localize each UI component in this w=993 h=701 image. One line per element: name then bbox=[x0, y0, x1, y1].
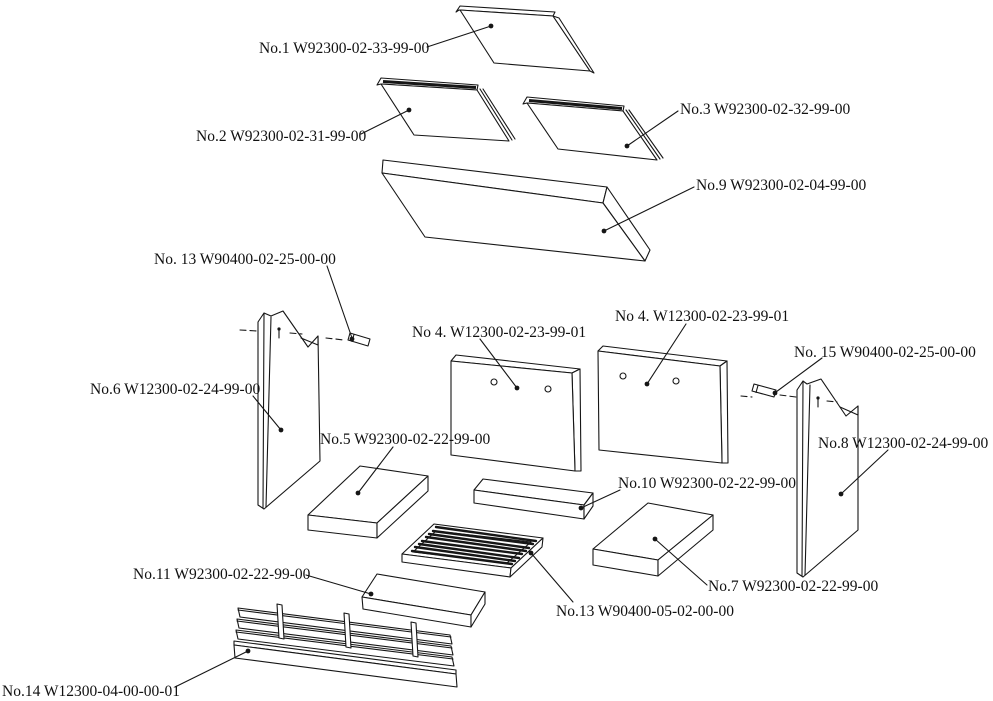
part-labels: No.1 W92300-02-33-99-00 No.2 W92300-02-3… bbox=[2, 40, 988, 700]
label-no14: No.14 W12300-04-00-00-01 bbox=[2, 683, 180, 700]
label-no10: No.10 W92300-02-22-99-00 bbox=[618, 475, 796, 492]
label-no11: No.11 W92300-02-22-99-00 bbox=[133, 566, 311, 583]
label-no2: No.2 W92300-02-31-99-00 bbox=[196, 128, 366, 145]
label-no3: No.3 W92300-02-32-99-00 bbox=[680, 101, 850, 118]
leader-no13-pin bbox=[326, 265, 355, 342]
part-no13-grate bbox=[401, 523, 544, 578]
label-no9: No.9 W92300-02-04-99-00 bbox=[696, 177, 866, 194]
leader-no3 bbox=[624, 110, 679, 149]
leader-no13-grate bbox=[528, 550, 574, 603]
part-no11-bar bbox=[361, 573, 486, 628]
leader-no15 bbox=[772, 357, 823, 396]
part-no6-notched-panel bbox=[239, 310, 345, 510]
part-no5-brick bbox=[307, 465, 429, 539]
part-no7-brick bbox=[592, 502, 714, 577]
leader-no6 bbox=[252, 395, 284, 433]
label-no1: No.1 W92300-02-33-99-00 bbox=[259, 40, 429, 57]
leader-no9 bbox=[601, 186, 695, 234]
label-no7: No.7 W92300-02-22-99-00 bbox=[708, 578, 878, 595]
part-no14-rail-assembly bbox=[233, 603, 458, 688]
label-no5: No.5 W92300-02-22-99-00 bbox=[320, 431, 490, 448]
leader-no2 bbox=[360, 107, 412, 135]
label-no13-grate: No.13 W90400-05-02-00-00 bbox=[556, 603, 734, 620]
part-no8-notched-panel bbox=[740, 378, 859, 578]
part-no9-long-slab bbox=[381, 159, 651, 262]
label-no4-left: No 4. W12300-02-23-99-01 bbox=[412, 324, 586, 341]
leader-no4-right bbox=[644, 323, 687, 387]
leader-lines bbox=[174, 23, 889, 688]
label-no4-right: No 4. W12300-02-23-99-01 bbox=[615, 308, 789, 325]
leader-no5 bbox=[355, 446, 394, 496]
label-no15: No. 15 W90400-02-25-00-00 bbox=[794, 344, 976, 361]
leader-no4-left bbox=[479, 338, 520, 391]
part-no4-left-panel bbox=[450, 354, 582, 472]
leader-no1 bbox=[426, 23, 494, 48]
part-no10-bar bbox=[473, 478, 594, 520]
part-no1-flat-panel bbox=[455, 5, 595, 74]
part-no3-flat-panel bbox=[522, 96, 664, 161]
leader-no7 bbox=[652, 536, 708, 586]
leader-no14 bbox=[174, 648, 251, 688]
part-no4-right-panel bbox=[597, 345, 729, 464]
part-no2-flat-panel bbox=[376, 77, 516, 142]
leader-no10 bbox=[578, 489, 621, 511]
label-no8: No.8 W12300-02-24-99-00 bbox=[818, 435, 988, 452]
part-no15-pin bbox=[751, 383, 777, 398]
label-no6: No.6 W12300-02-24-99-00 bbox=[90, 381, 260, 398]
leader-no11 bbox=[305, 574, 374, 597]
label-no13-pin: No. 13 W90400-02-25-00-00 bbox=[154, 251, 336, 268]
leader-no8 bbox=[838, 449, 889, 497]
